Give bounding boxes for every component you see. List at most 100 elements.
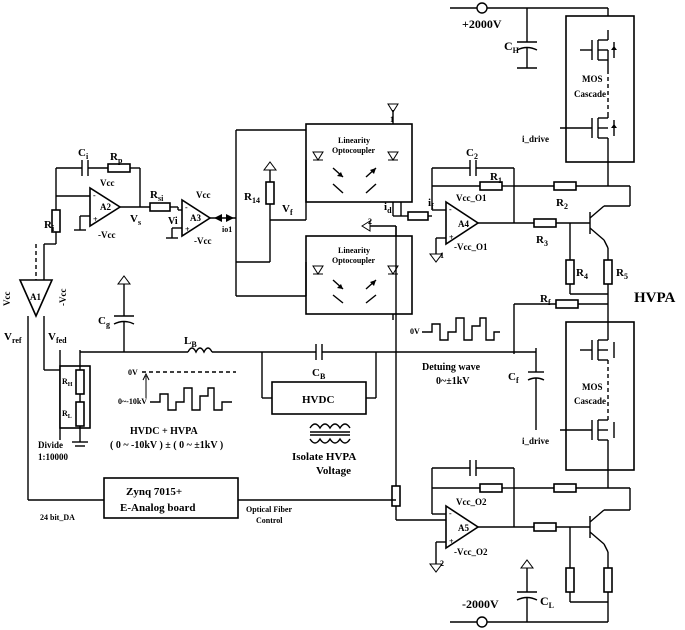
svg-text:if: if xyxy=(428,197,434,211)
vcc-a3-label: Vcc xyxy=(196,190,211,200)
rsi-sub: si xyxy=(158,194,164,203)
svg-text:+: + xyxy=(93,215,98,224)
hvdc-label: HVDC xyxy=(302,394,334,406)
op-amp-a1: A1 Vcc -Vcc Vref Vfed xyxy=(2,244,68,500)
svg-text:LB: LB xyxy=(184,335,197,349)
svg-text:CB: CB xyxy=(312,367,326,381)
op-amp-a4: A4 - + Vcc_O1 -Vcc_O1 1 xyxy=(429,193,488,263)
op-amp-a2: A2 - + Vcc -Vcc xyxy=(89,178,122,240)
cb-sub: B xyxy=(320,372,326,381)
rp-label: R xyxy=(110,151,119,163)
feedback-a4: C2 R1 xyxy=(431,147,515,224)
zynq-board xyxy=(103,477,239,519)
fiber-label2: Control xyxy=(256,516,283,525)
i-drive-top-label: i_drive xyxy=(522,134,549,144)
vf-sub: f xyxy=(290,208,293,217)
hvdc-hvpa-label: HVDC + HVPA xyxy=(130,426,199,437)
opto-top-label1: Linearity xyxy=(338,136,370,145)
zynq-connections: 24 bit_DA Optical Fiber Control xyxy=(28,499,396,525)
r1-sub: 1 xyxy=(498,176,502,185)
mos-bot-label: MOS xyxy=(582,382,603,392)
r5-label: R xyxy=(616,267,625,279)
hv-positive-supply: +2000V xyxy=(450,2,609,31)
zynq-label1: Zynq 7015+ xyxy=(126,486,182,498)
svg-text:Ci: Ci xyxy=(78,147,89,161)
r2-label: R xyxy=(556,197,565,209)
mos-top-label: MOS xyxy=(582,74,603,84)
ri-sub: i xyxy=(52,224,55,233)
ch-sub: H xyxy=(513,46,520,55)
ci-label: C xyxy=(78,147,86,159)
svg-text:RL: RL xyxy=(62,409,72,420)
vcc-a2-label: Vcc xyxy=(100,178,115,188)
opto-top-label2: Optocoupler xyxy=(332,146,376,155)
nvcc-a2-label: -Vcc xyxy=(98,230,116,240)
svg-text:Rp: Rp xyxy=(110,151,123,165)
rf-sub: f xyxy=(548,298,551,307)
cf-sub: f xyxy=(516,376,519,385)
wave-range-label: 0~-10kV xyxy=(118,397,147,406)
svg-text:Vf: Vf xyxy=(282,203,293,217)
op-amp-a3: A3 - + Vcc -Vcc io1 xyxy=(166,190,236,246)
node1b-label: 1 xyxy=(440,251,444,260)
r2-sub: 2 xyxy=(564,202,568,211)
fiber-label1: Optical Fiber xyxy=(246,505,292,514)
svg-text:CH: CH xyxy=(504,39,520,55)
node2b-label: 2 xyxy=(440,559,444,568)
cascade-top-label: Cascade xyxy=(574,89,606,99)
hvdc-waveform: 0V 0~-10kV HVDC + HVPA ( 0 ~ -10kV ) ± (… xyxy=(110,368,236,451)
svg-text:Cg: Cg xyxy=(98,315,110,329)
svg-text:Vref: Vref xyxy=(4,331,22,345)
svg-text:+: + xyxy=(185,225,190,234)
svg-text:Rsi: Rsi xyxy=(150,189,164,203)
node-connections: 1 2 xyxy=(361,103,446,521)
rf-label: R xyxy=(540,293,549,305)
r3-sub: 3 xyxy=(544,239,548,248)
rl-sub: L xyxy=(68,414,72,420)
voltage-divider: RH RL Divide 1:10000 xyxy=(38,350,91,462)
optocoupler-top-diodes xyxy=(312,151,399,194)
svg-text:+: + xyxy=(449,233,454,242)
isolation-transformer: Isolate HVPA Voltage xyxy=(292,423,356,477)
svg-text:RH: RH xyxy=(62,377,73,388)
svg-text:-: - xyxy=(449,509,452,518)
svg-text:R1: R1 xyxy=(490,171,502,185)
hv-negative-label: -2000V xyxy=(462,597,499,611)
vcc-o2-label: Vcc_O2 xyxy=(456,497,487,507)
if-label: i xyxy=(428,197,431,209)
ci-sub: i xyxy=(86,152,89,161)
nvcc-a1-label: -Vcc xyxy=(58,289,68,307)
svg-text:R5: R5 xyxy=(616,267,628,281)
cascade-bot-label: Cascade xyxy=(574,396,606,406)
cf-label: C xyxy=(508,371,516,383)
a2-feedback: Ci Rp Ri Vs xyxy=(44,147,150,245)
a4-output-network: R2 R3 R4 R5 xyxy=(514,178,631,322)
ratio-label: 1:10000 xyxy=(38,452,68,462)
mos-cascade-top: MOS Cascade i_drive xyxy=(522,30,617,178)
svg-text:Vs: Vs xyxy=(130,213,141,227)
svg-text:Vfed: Vfed xyxy=(48,331,67,345)
svg-text:-: - xyxy=(449,205,452,214)
capacitor-ch: CH xyxy=(504,8,538,69)
r14-label: R xyxy=(244,191,253,203)
vs-sub: s xyxy=(138,218,141,227)
da-label: 24 bit_DA xyxy=(40,513,75,522)
svg-text:R4: R4 xyxy=(576,267,588,281)
svg-text:R14: R14 xyxy=(244,191,260,205)
nvcc-o2-label: -Vcc_O2 xyxy=(454,547,488,557)
rp-sub: p xyxy=(118,156,123,165)
svg-text:id: id xyxy=(384,201,392,215)
r1-label: R xyxy=(490,171,499,183)
detune-label2: 0~±1kV xyxy=(436,376,470,387)
svg-text:R3: R3 xyxy=(536,234,548,248)
ri-label: R xyxy=(44,219,53,231)
lb-sub: B xyxy=(191,340,197,349)
lb-label: L xyxy=(184,335,191,347)
rh-sub: H xyxy=(68,382,73,388)
mos-cascade-bottom-box xyxy=(565,321,635,471)
vf-label: V xyxy=(282,203,290,215)
r4-sub: 4 xyxy=(584,272,588,281)
r4-label: R xyxy=(576,267,585,279)
hv-bus: LB CB Cg xyxy=(80,275,536,399)
